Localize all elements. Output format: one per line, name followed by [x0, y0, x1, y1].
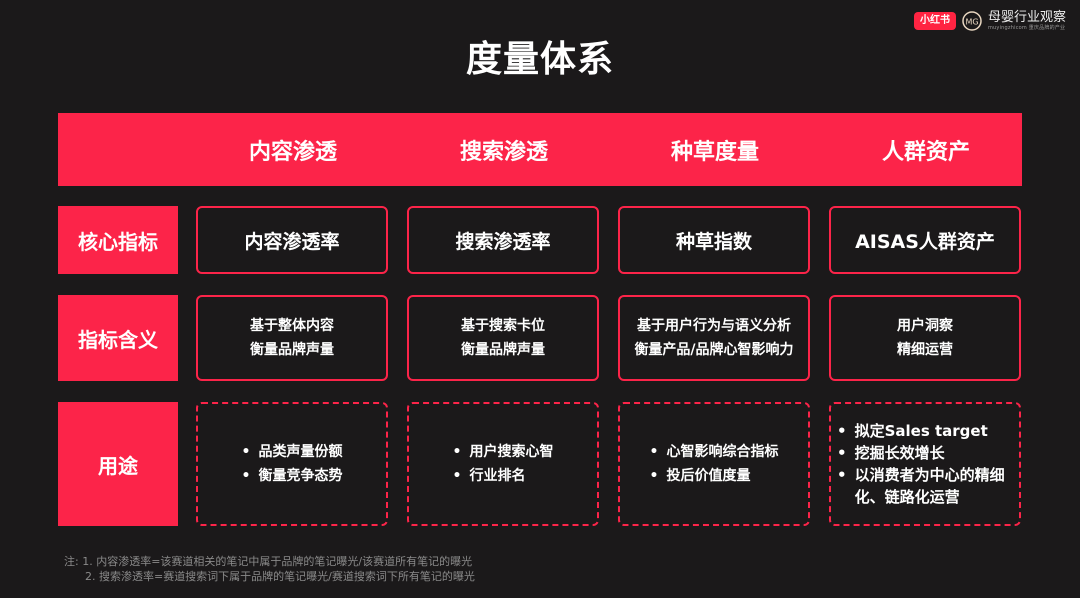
list-item: •挖掘长效增长 [837, 444, 945, 462]
list-item: •行业排名 [453, 464, 554, 488]
core-metric-cell: 内容渗透率 [196, 206, 388, 274]
bullet-icon: • [241, 468, 251, 484]
meaning-line: 衡量产品/品牌心智影响力 [634, 342, 794, 358]
core-metric-cell: 搜索渗透率 [407, 206, 599, 274]
meaning-text: 用户洞察 精细运营 [897, 314, 953, 362]
row-label-core: 核心指标 [58, 206, 178, 274]
row-label-usage: 用途 [58, 402, 178, 526]
bullet-icon: • [452, 468, 462, 484]
footnote-line: 2. 搜索渗透率=赛道搜索词下属于品牌的笔记曝光/赛道搜索词下所有笔记的曝光 [64, 570, 475, 583]
column-header-audience: 人群资产 [881, 139, 970, 165]
core-metric-text: AISAS人群资产 [855, 230, 995, 253]
bullet-icon: • [649, 444, 659, 460]
column-header-content: 内容渗透 [248, 139, 337, 165]
list-item: •拟定Sales target [837, 422, 988, 440]
muying-logo-icon: MG [962, 11, 982, 31]
column-header-band [58, 113, 1022, 186]
meaning-cell: 基于搜索卡位 衡量品牌声量 [407, 295, 599, 381]
bullet-icon: • [837, 422, 847, 440]
core-metric-text: 搜索渗透率 [455, 230, 551, 253]
list-item: •心智影响综合指标 [650, 440, 779, 464]
usage-cell: •拟定Sales target •挖掘长效增长 •以消费者为中心的精细 •化、链… [829, 402, 1021, 526]
page-title: 度量体系 [465, 39, 614, 80]
meaning-line: 基于搜索卡位 [461, 318, 545, 334]
meaning-cell: 基于用户行为与语义分析 衡量产品/品牌心智影响力 [618, 295, 810, 381]
core-metric-cell: AISAS人群资产 [829, 206, 1021, 274]
core-metric-cell: 种草指数 [618, 206, 810, 274]
meaning-text: 基于搜索卡位 衡量品牌声量 [461, 314, 545, 362]
usage-cell: •用户搜索心智 •行业排名 [407, 402, 599, 526]
bullet-icon: • [649, 468, 659, 484]
usage-list: •用户搜索心智 •行业排名 [453, 440, 554, 488]
usage-list: •品类声量份额 •衡量竞争态势 [242, 440, 343, 488]
core-metric-text: 种草指数 [675, 230, 752, 253]
meaning-text: 基于用户行为与语义分析 衡量产品/品牌心智影响力 [634, 314, 793, 362]
meaning-cell: 用户洞察 精细运营 [829, 295, 1021, 381]
footnote-line: 注: 1. 内容渗透率=该赛道相关的笔记中属于品牌的笔记曝光/该赛道所有笔记的曝… [64, 555, 473, 568]
column-header-search: 搜索渗透 [459, 139, 548, 165]
list-item: •品类声量份额 [242, 440, 343, 464]
usage-cell: •品类声量份额 •衡量竞争态势 [196, 402, 388, 526]
meaning-text: 基于整体内容 衡量品牌声量 [250, 314, 334, 362]
xiaohongshu-logo: 小红书 [913, 12, 956, 30]
meaning-line: 用户洞察 [897, 318, 953, 334]
bullet-icon: • [241, 444, 251, 460]
list-item: •衡量竞争态势 [242, 464, 343, 488]
muying-brand-text: 母婴行业观察 muyingzhicom 重庆品牌的产业 [988, 11, 1066, 31]
list-item: •化、链路化运营 [854, 488, 960, 506]
meaning-line: 精细运营 [897, 342, 953, 358]
bullet-icon: • [837, 466, 847, 484]
brand-name: 母婴行业观察 [987, 10, 1066, 25]
list-item: •投后价值度量 [650, 464, 779, 488]
column-header-seeding: 种草度量 [670, 139, 759, 165]
bullet-icon: • [452, 444, 462, 460]
list-item: •用户搜索心智 [453, 440, 554, 464]
footnote: 注: 1. 内容渗透率=该赛道相关的笔记中属于品牌的笔记曝光/该赛道所有笔记的曝… [64, 554, 475, 584]
meaning-line: 衡量品牌声量 [250, 342, 334, 358]
usage-list: •心智影响综合指标 •投后价值度量 [650, 440, 779, 488]
core-metric-text: 内容渗透率 [244, 230, 340, 253]
usage-list: •拟定Sales target •挖掘长效增长 •以消费者为中心的精细 •化、链… [837, 420, 1005, 508]
bullet-icon: • [837, 444, 847, 462]
usage-cell: •心智影响综合指标 •投后价值度量 [618, 402, 810, 526]
meaning-line: 衡量品牌声量 [461, 342, 545, 358]
brand-logos: 小红书 MG 母婴行业观察 muyingzhicom 重庆品牌的产业 [913, 8, 1066, 34]
meaning-line: 基于整体内容 [250, 318, 334, 334]
row-label-meaning: 指标含义 [58, 295, 178, 381]
list-item: •以消费者为中心的精细 [837, 466, 1005, 484]
brand-subtitle: muyingzhicom 重庆品牌的产业 [987, 25, 1066, 31]
svg-text:MG: MG [965, 18, 978, 27]
meaning-line: 基于用户行为与语义分析 [637, 318, 791, 334]
meaning-cell: 基于整体内容 衡量品牌声量 [196, 295, 388, 381]
